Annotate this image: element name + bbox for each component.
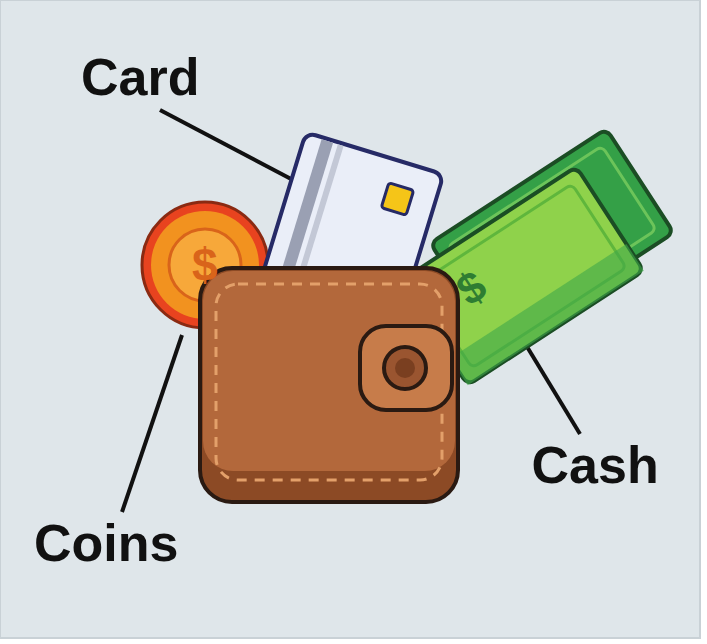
currency-symbol: $ [192, 242, 218, 288]
bill-shade [450, 244, 644, 385]
part-label: Cash [532, 439, 659, 491]
wallet-face [203, 271, 455, 471]
part-label: Coins [34, 517, 178, 569]
part-label: Card [81, 51, 199, 103]
leader-line [160, 110, 312, 190]
clasp-button [384, 347, 426, 389]
currency-symbol: $ [449, 263, 493, 313]
wallet [200, 268, 458, 502]
clasp-button-center [395, 358, 415, 378]
wallet-body [200, 268, 458, 502]
card-chip [381, 183, 413, 215]
leader-line [122, 335, 182, 512]
wallet-stitching [216, 284, 442, 480]
wallet-clasp [360, 326, 452, 410]
